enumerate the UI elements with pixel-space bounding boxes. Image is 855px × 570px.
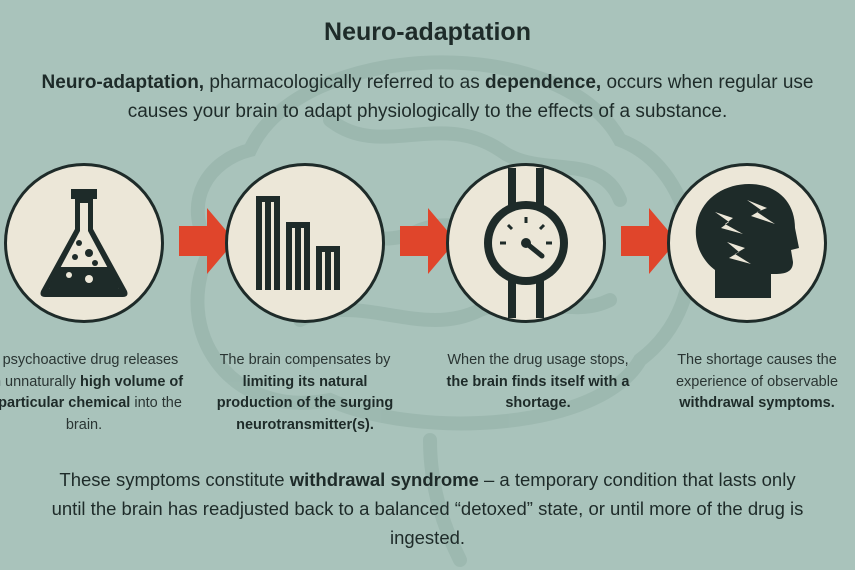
head-lightning-icon xyxy=(695,184,799,298)
intro-dependence: dependence, xyxy=(485,72,602,93)
step-1-caption: A psychoactive drug releases an unnatura… xyxy=(0,350,184,436)
caption-text: into the brain. xyxy=(65,395,182,433)
step-1-circle xyxy=(4,163,164,323)
footer-term: withdrawal syndrome xyxy=(289,469,479,490)
footer-paragraph: These symptoms constitute withdrawal syn… xyxy=(40,465,815,552)
caption-text: withdrawal symptoms. xyxy=(679,395,835,411)
caption-text: The brain compensates by xyxy=(219,352,391,368)
caption-text: high volume of a particular chemical xyxy=(0,373,184,412)
caption-text: When the drug usage stops, xyxy=(447,352,629,368)
page-title: Neuro-adaptation xyxy=(324,18,531,46)
gauge-icon xyxy=(484,168,568,318)
arrow-right-icon xyxy=(400,208,456,274)
footer-text-1: These symptoms constitute xyxy=(59,469,290,490)
step-2-caption: The brain compensates by limiting its na… xyxy=(205,350,405,436)
caption-text: A psychoactive drug releases an unnatura… xyxy=(0,352,179,390)
step-3-caption: When the drug usage stops, the brain fin… xyxy=(438,350,638,415)
step-2-circle xyxy=(225,163,385,323)
caption-text: The shortage causes the experience of ob… xyxy=(675,352,839,390)
intro-text-1: pharmacologically referred to as xyxy=(204,72,486,93)
bar-chart-icon xyxy=(256,196,340,290)
arrow-right-icon xyxy=(179,208,235,274)
caption-text: limiting its natural production of the s… xyxy=(216,373,394,433)
intro-term: Neuro-adaptation, xyxy=(41,72,205,93)
intro-paragraph: Neuro-adaptation, pharmacologically refe… xyxy=(20,68,835,126)
step-3-circle xyxy=(446,163,606,323)
arrow-right-icon xyxy=(621,208,677,274)
step-4-caption: The shortage causes the experience of ob… xyxy=(657,350,855,415)
step-4-circle xyxy=(667,163,827,323)
caption-text: the brain finds itself with a shortage. xyxy=(446,373,630,412)
intro-text-2: occurs when regular use causes your brai… xyxy=(127,72,814,122)
flask-icon xyxy=(40,189,128,297)
footer-text-2: – a temporary condition that lasts only … xyxy=(51,469,804,548)
